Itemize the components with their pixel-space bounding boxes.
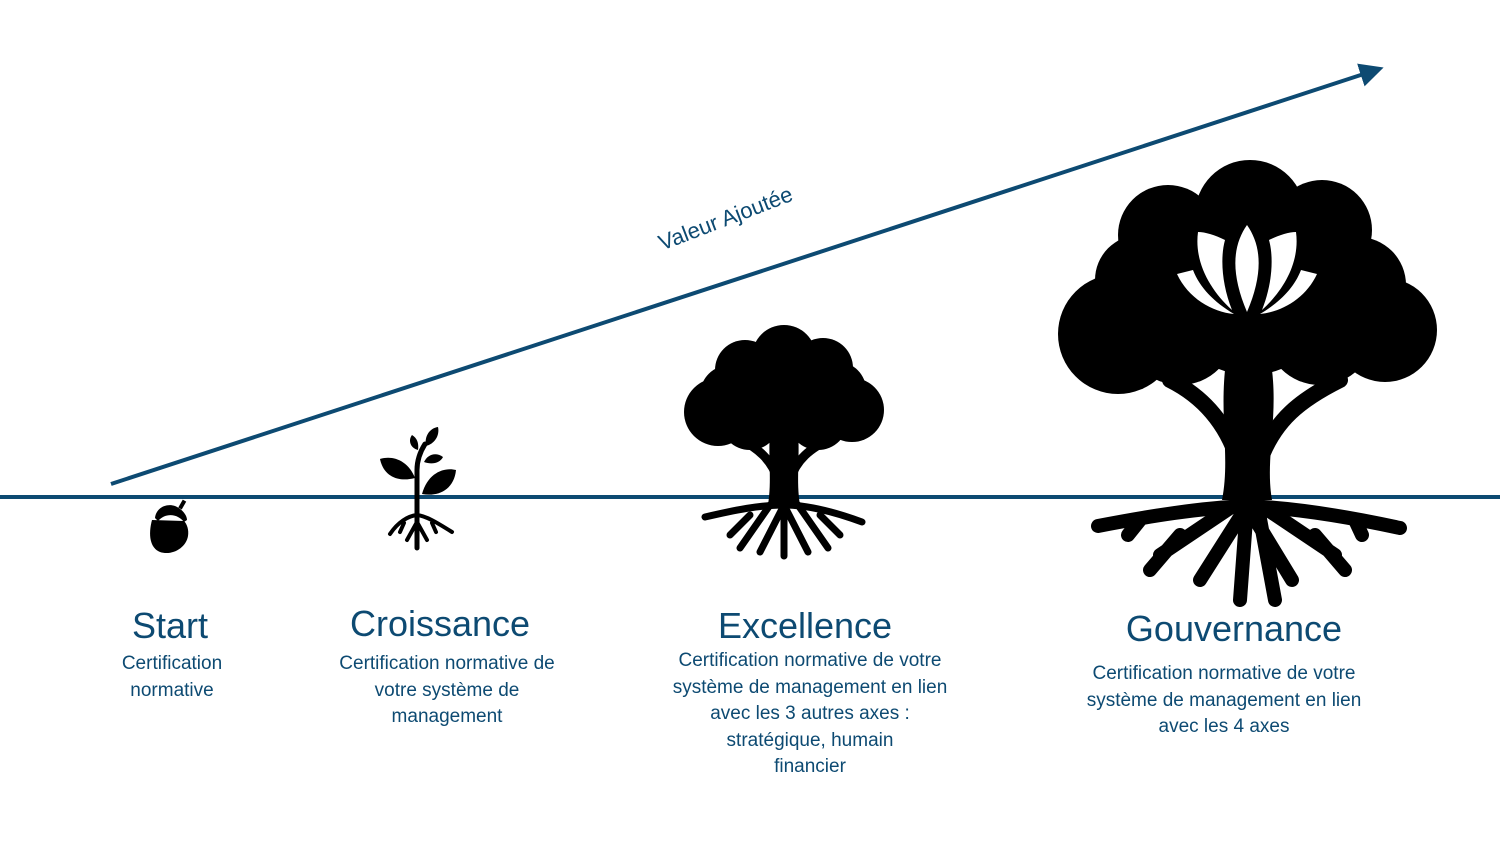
tree-icon	[684, 325, 884, 560]
value-arrow	[110, 63, 1384, 486]
description-line: avec les 4 axes	[1158, 716, 1290, 737]
description-line: financier	[774, 756, 846, 777]
acorn-icon	[150, 499, 189, 554]
stage-title-excellence: Excellence	[717, 605, 893, 646]
description-line: Certification normative de	[339, 653, 555, 674]
stage-description-gouvernance: Certification normative de votre système…	[1044, 661, 1404, 741]
stage-description-croissance: Certification normative de votre système…	[297, 651, 597, 731]
description-line: Certification normative de votre	[678, 650, 942, 671]
stage-description-excellence: Certification normative de votre système…	[630, 648, 990, 781]
description-line: système de management en lien	[672, 676, 948, 698]
sprout-icon	[380, 427, 456, 551]
stage-title-start: Start	[131, 605, 209, 646]
description-line: normative	[130, 679, 214, 701]
description-line: système de management en lien	[1086, 689, 1362, 711]
description-line: management	[391, 706, 503, 727]
stage-description-start: Certification normative	[72, 651, 272, 704]
stage-title-croissance: Croissance	[349, 603, 531, 644]
lotus-tree-icon	[1058, 160, 1437, 607]
description-line: Certification	[121, 653, 223, 674]
description-line: votre système de	[374, 679, 520, 701]
description-line: avec les 3 autres axes :	[710, 703, 910, 724]
description-line: Certification normative de votre	[1092, 663, 1356, 684]
stage-title-gouvernance: Gouvernance	[1125, 608, 1343, 649]
lotus-icon	[1177, 225, 1317, 314]
description-line: stratégique, humain	[726, 729, 894, 751]
